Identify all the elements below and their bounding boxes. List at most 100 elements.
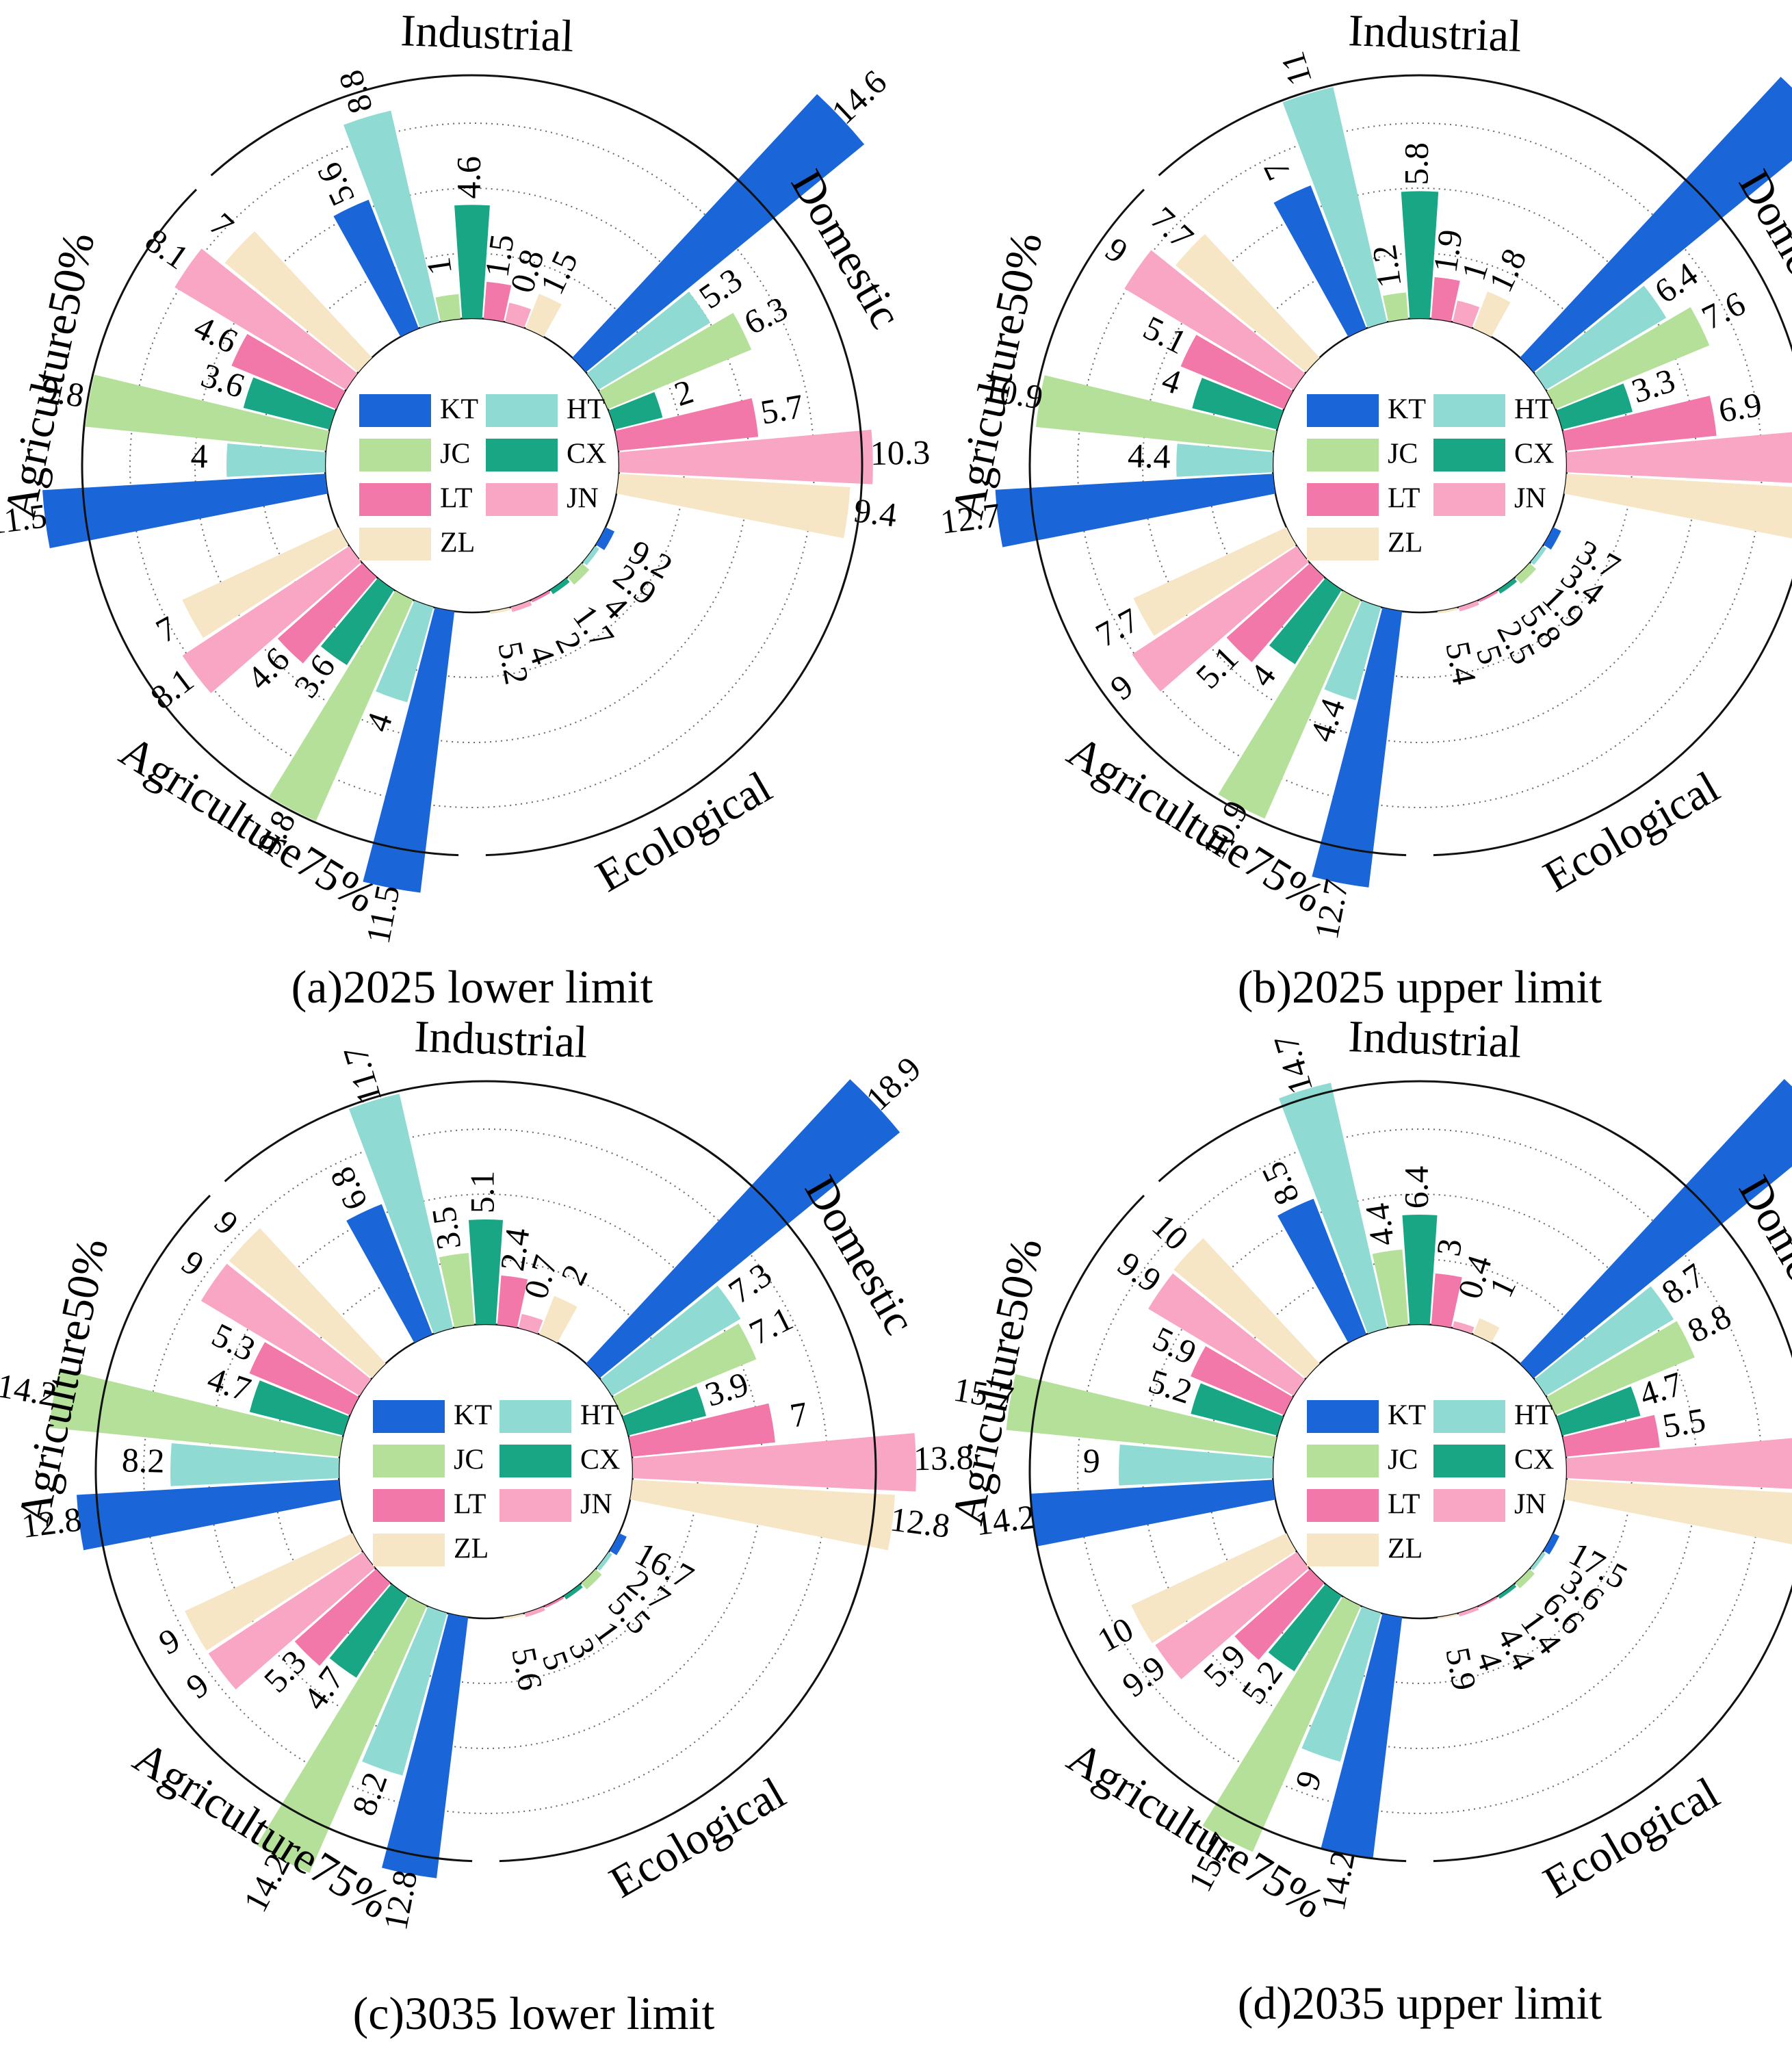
bar-domestic-kt: [572, 94, 865, 372]
legend-label-ht: HT: [567, 394, 605, 426]
value-label: 9: [1082, 1441, 1100, 1480]
bar-industrial-kt: [1273, 185, 1366, 337]
value-label: 6.3: [738, 289, 794, 342]
legend-label-jn: JN: [567, 483, 599, 515]
legend-label-zl: ZL: [454, 1534, 489, 1565]
legend-swatch-jn: [499, 1489, 571, 1522]
bar-industrial-lt: [1431, 1273, 1462, 1328]
bar-agriculture50--jc: [1035, 375, 1277, 451]
value-label: 5.6: [309, 157, 362, 211]
value-label: 4.4: [1128, 437, 1171, 476]
bar-agriculture75--cx: [320, 578, 394, 665]
bar-agriculture50--kt: [76, 1479, 342, 1551]
bar-agriculture75--zl: [1133, 527, 1297, 636]
panel-caption: (b)2025 upper limit: [1238, 961, 1602, 1013]
section-arc: [1433, 578, 1792, 857]
radial-chart-4: 8.514.74.46.430.4122.78.78.84.75.516.615…: [943, 1011, 1792, 2029]
legend-label-lt: LT: [440, 483, 472, 515]
value-label: 8.2: [121, 1440, 165, 1479]
bar-ecological-zl: [503, 1613, 524, 1620]
value-label: 5.7: [757, 387, 806, 432]
bar-agriculture75--zl: [182, 527, 349, 638]
bar-ecological-lt: [1479, 591, 1498, 602]
value-label: 5.2: [1144, 1361, 1197, 1411]
legend-swatch-jn: [1433, 1489, 1505, 1522]
bar-domestic-jc: [1546, 1321, 1695, 1415]
value-label: 8.5: [1254, 1156, 1306, 1211]
legend-label-ht: HT: [1514, 1400, 1553, 1432]
bar-domestic-jn: [619, 429, 873, 484]
bar-domestic-zl: [1563, 474, 1792, 539]
bar-ecological-ht: [1531, 546, 1547, 565]
section-arc: [1158, 1080, 1682, 1182]
bar-domestic-ht: [1534, 285, 1667, 390]
bar-industrial-lt: [497, 1275, 528, 1328]
bar-agriculture75--kt: [363, 607, 455, 893]
legend-label-zl: ZL: [1388, 528, 1423, 559]
bar-ecological-kt: [1543, 527, 1561, 550]
legend-swatch-cx: [486, 439, 558, 471]
legend-label-jc: JC: [1388, 1445, 1418, 1476]
value-label: 6.4: [1397, 1166, 1435, 1209]
bar-ecological-jn: [524, 1606, 545, 1618]
legend-label-zl: ZL: [440, 528, 475, 559]
bar-domestic-ht: [586, 292, 711, 390]
bar-domestic-cx: [608, 391, 663, 430]
legend-label-jn: JN: [580, 1489, 612, 1521]
bar-domestic-cx: [622, 1386, 706, 1436]
bar-agriculture75--jc: [269, 591, 413, 821]
value-label: 2: [553, 1258, 595, 1290]
bar-domestic-jn: [632, 1433, 917, 1492]
value-label: 14.7: [1266, 1031, 1320, 1099]
value-label: 4: [1242, 657, 1283, 693]
bar-agriculture75--jn: [208, 1552, 375, 1690]
legend-label-jc: JC: [454, 1445, 484, 1476]
bar-ecological-kt: [595, 527, 615, 550]
legend-swatch-zl: [359, 528, 431, 560]
bar-domestic-zl: [616, 474, 850, 539]
bar-agriculture50--cx: [249, 1380, 350, 1436]
bar-ecological-ht: [1531, 1552, 1546, 1571]
bar-ecological-jn: [1458, 1606, 1479, 1617]
bar-ecological-zl: [1437, 1613, 1458, 1619]
bar-ecological-jn: [1458, 600, 1479, 612]
bar-agriculture50--ht: [1176, 443, 1273, 477]
bar-agriculture50--jc: [86, 374, 329, 451]
value-label: 7.7: [1089, 600, 1145, 654]
bar-ecological-cx: [550, 578, 570, 595]
bar-domestic-ht: [1534, 1286, 1674, 1396]
value-label: 4: [358, 708, 400, 736]
bar-industrial-cx: [454, 205, 490, 319]
bar-agriculture50--ht: [226, 443, 326, 477]
value-label: 1.9: [1425, 227, 1470, 275]
bar-agriculture75--kt: [1312, 607, 1403, 888]
section-label: Domestic: [1729, 1168, 1792, 1343]
bar-industrial-lt: [483, 281, 512, 322]
section-arc: [210, 74, 734, 177]
section-label: Ecological: [601, 1768, 794, 1908]
section-arc: [666, 127, 863, 599]
bar-ecological-zl: [1437, 607, 1458, 614]
value-label: 9: [207, 1203, 246, 1243]
bar-domestic-jc: [612, 1323, 757, 1415]
section-label: Industrial: [1347, 1011, 1522, 1068]
bar-domestic-kt: [586, 1079, 900, 1378]
bar-agriculture75--ht: [1301, 1606, 1381, 1762]
value-label: 8.8: [1682, 1297, 1737, 1350]
bar-agriculture50--zl: [229, 1228, 386, 1378]
value-label: 7: [203, 205, 242, 245]
bar-industrial-zl: [525, 294, 562, 337]
bar-agriculture50--jn: [1124, 250, 1306, 390]
bar-agriculture50--lt: [1180, 335, 1293, 409]
value-label: 5.6: [504, 1644, 550, 1694]
legend-label-cx: CX: [567, 439, 606, 470]
value-label: 9: [153, 1620, 186, 1662]
legend-swatch-jc: [359, 439, 431, 471]
section-arc: [224, 1080, 748, 1182]
value-label: 4.4: [1358, 1201, 1402, 1249]
bar-industrial-jc: [1383, 292, 1409, 322]
bar-agriculture50--jn: [1148, 1273, 1306, 1396]
bar-agriculture50--cx: [1191, 1383, 1284, 1436]
bar-industrial-kt: [346, 1204, 432, 1343]
